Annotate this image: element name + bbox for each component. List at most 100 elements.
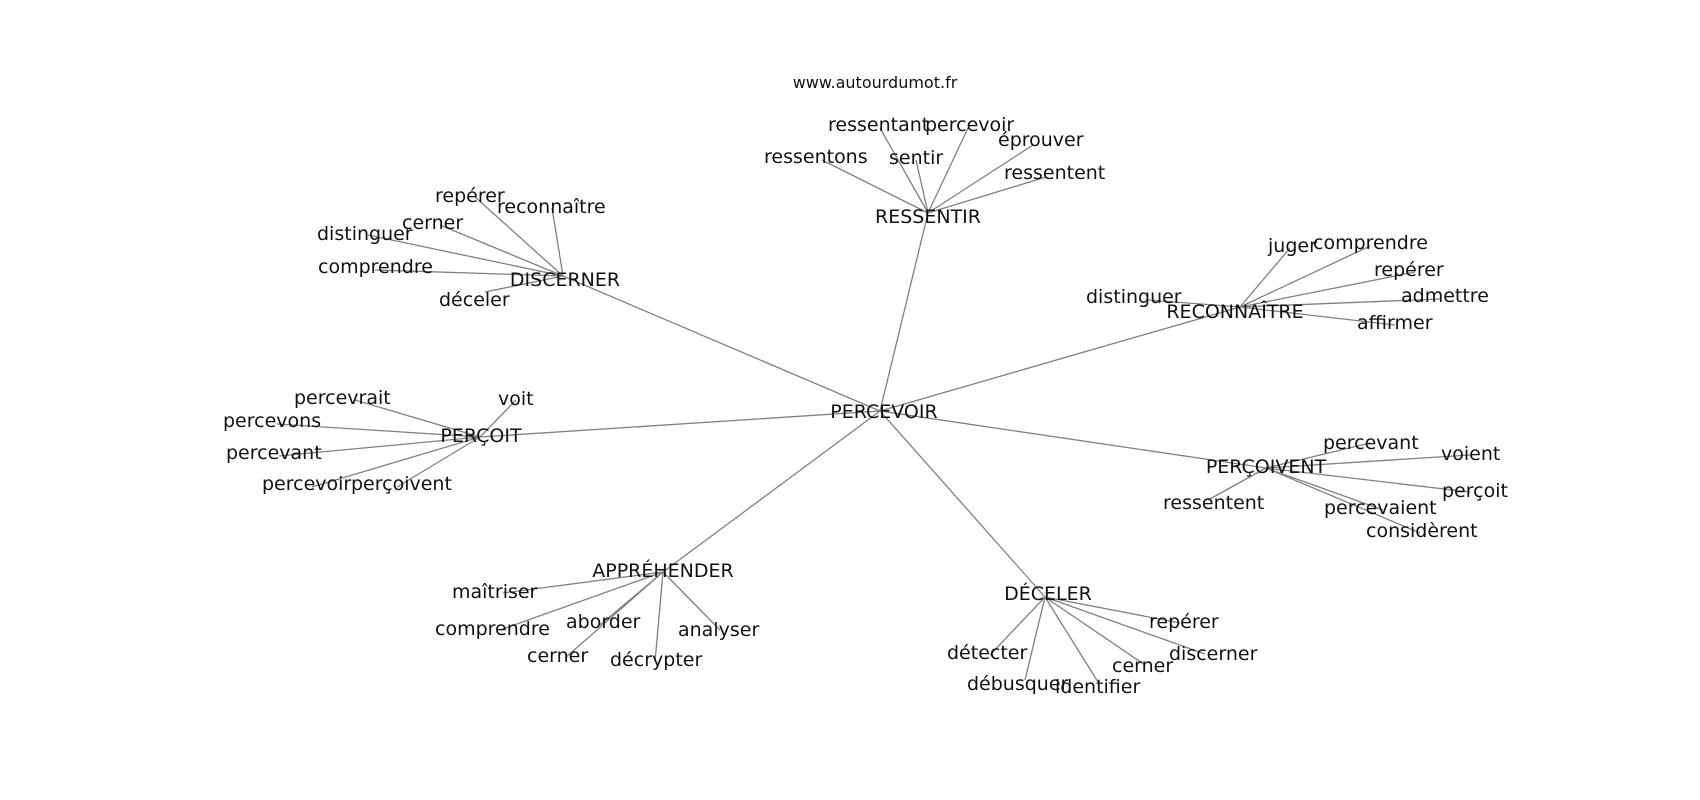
leaf-word-label[interactable]: voient (1441, 443, 1500, 465)
leaf-word-label[interactable]: décrypter (610, 649, 702, 671)
leaf-word-label[interactable]: perçoivent (351, 473, 452, 495)
leaf-word-label[interactable]: percevant (226, 442, 322, 464)
edge-hub-to-leaf (499, 571, 664, 631)
leaf-word-label[interactable]: percevant (1323, 432, 1419, 454)
edge-hub-to-leaf (396, 436, 481, 488)
hub-word-label[interactable]: DISCERNER (510, 269, 620, 291)
hub-word-label[interactable]: PERÇOIT (440, 425, 522, 447)
leaf-word-label[interactable]: détecter (947, 642, 1027, 664)
leaf-word-label[interactable]: distinguer (1086, 286, 1182, 308)
leaf-word-label[interactable]: ressentent (1163, 492, 1264, 514)
edge-hub-to-leaf (1024, 596, 1046, 681)
hub-word-label[interactable]: PERÇOIVENT (1206, 456, 1327, 478)
leaf-word-label[interactable]: identifier (1055, 676, 1140, 698)
leaf-word-label[interactable]: comprendre (318, 256, 433, 278)
edge-hub-to-leaf (1265, 442, 1371, 469)
edge-hub-to-leaf (989, 596, 1046, 656)
hub-word-label[interactable]: RESSENTIR (875, 206, 981, 228)
leaf-word-label[interactable]: distinguer (317, 223, 413, 245)
leaf-word-label[interactable]: admettre (1401, 285, 1489, 307)
edge-hub-to-leaf (276, 423, 481, 438)
leaf-word-label[interactable]: sentir (889, 147, 943, 169)
edge-root-to-hub (562, 275, 881, 412)
edge-hub-to-leaf (1265, 467, 1421, 534)
leaf-word-label[interactable]: percevaient (1324, 497, 1437, 519)
edge-hub-to-leaf (367, 234, 564, 277)
leaf-word-label[interactable]: repérer (435, 185, 505, 207)
graph-labels: www.autourdumot.fr ressentantpercevoirre… (223, 73, 1508, 698)
leaf-word-label[interactable]: voit (498, 388, 534, 410)
edge-hub-to-leaf (915, 159, 929, 214)
leaf-word-label[interactable]: ressentent (1004, 162, 1105, 184)
leaf-word-label[interactable]: discerner (1169, 643, 1258, 665)
edge-hub-to-leaf (1239, 306, 1396, 326)
leaf-word-label[interactable]: percevoir (925, 114, 1014, 136)
edge-hub-to-leaf (821, 159, 929, 214)
edge-hub-to-leaf (1147, 299, 1241, 308)
edge-root-to-hub (479, 410, 881, 438)
leaf-word-label[interactable]: affirmer (1357, 312, 1433, 334)
edge-hub-to-leaf (1265, 467, 1384, 511)
edge-hub-to-leaf (278, 436, 481, 457)
edge-hub-to-leaf (927, 144, 1034, 214)
edge-root-to-hub (879, 306, 1241, 412)
edge-hub-to-leaf (654, 571, 664, 663)
edge-root-to-hub (879, 410, 1267, 469)
edge-hub-to-leaf (1239, 271, 1416, 308)
graph-edges (276, 127, 1471, 683)
leaf-word-label[interactable]: repérer (1374, 259, 1444, 281)
leaf-word-label[interactable]: juger (1267, 235, 1317, 257)
hub-word-label[interactable]: RECONNAÎTRE (1166, 300, 1303, 323)
leaf-word-label[interactable]: percevons (223, 410, 321, 432)
leaf-word-label[interactable]: considèrent (1366, 520, 1478, 542)
source-label: www.autourdumot.fr (793, 73, 958, 92)
edge-hub-to-leaf (564, 571, 664, 659)
leaf-word-label[interactable]: maîtriser (452, 581, 538, 603)
leaf-word-label[interactable]: ressentons (764, 146, 868, 168)
hub-word-label[interactable]: DÉCELER (1004, 582, 1092, 605)
leaf-word-label[interactable]: percevoir (262, 473, 351, 495)
edge-hub-to-leaf (1044, 596, 1206, 655)
leaf-word-label[interactable]: comprendre (1313, 232, 1428, 254)
edge-hub-to-leaf (439, 224, 564, 277)
edge-hub-to-leaf (1044, 596, 1146, 666)
edge-hub-to-leaf (311, 436, 481, 488)
edge-hub-to-leaf (927, 176, 1047, 214)
edge-hub-to-leaf (879, 127, 929, 214)
hub-word-label[interactable]: APPRÉHENDER (592, 559, 733, 582)
edge-hub-to-leaf (1265, 454, 1471, 469)
leaf-word-label[interactable]: éprouver (998, 129, 1084, 151)
edge-hub-to-leaf (927, 127, 969, 214)
leaf-word-label[interactable]: comprendre (435, 618, 550, 640)
edge-hub-to-leaf (354, 399, 481, 438)
leaf-word-label[interactable]: reconnaître (497, 196, 606, 218)
edge-hub-to-leaf (551, 207, 564, 277)
edge-hub-to-leaf (502, 571, 664, 594)
leaf-word-label[interactable]: percevrait (294, 387, 391, 409)
edge-hub-to-leaf (474, 196, 564, 277)
edge-root-to-hub (879, 410, 1046, 598)
leaf-word-label[interactable]: aborder (566, 611, 641, 633)
leaf-word-label[interactable]: repérer (1149, 611, 1219, 633)
edge-hub-to-leaf (374, 269, 564, 277)
edge-root-to-hub (662, 410, 881, 573)
edge-hub-to-leaf (1207, 467, 1267, 501)
leaf-word-label[interactable]: analyser (678, 619, 759, 641)
edge-hub-to-leaf (479, 399, 517, 438)
edge-hub-to-leaf (662, 571, 721, 631)
leaf-word-label[interactable]: perçoit (1442, 480, 1508, 502)
leaf-word-label[interactable]: cerner (1112, 655, 1173, 677)
leaf-word-label[interactable]: cerner (402, 212, 463, 234)
edge-hub-to-leaf (1239, 298, 1441, 308)
leaf-word-label[interactable]: déceler (439, 289, 510, 311)
leaf-word-label[interactable]: cerner (527, 645, 588, 667)
leaf-word-label[interactable]: ressentant (828, 114, 929, 136)
edge-hub-to-leaf (1265, 467, 1471, 493)
leaf-word-label[interactable]: débusquer (967, 673, 1069, 695)
edge-hub-to-leaf (1239, 245, 1371, 308)
edge-hub-to-leaf (484, 275, 564, 293)
edge-root-to-hub (879, 212, 929, 412)
root-word-label[interactable]: PERCEVOIR (830, 401, 937, 423)
edge-hub-to-leaf (1044, 596, 1181, 624)
